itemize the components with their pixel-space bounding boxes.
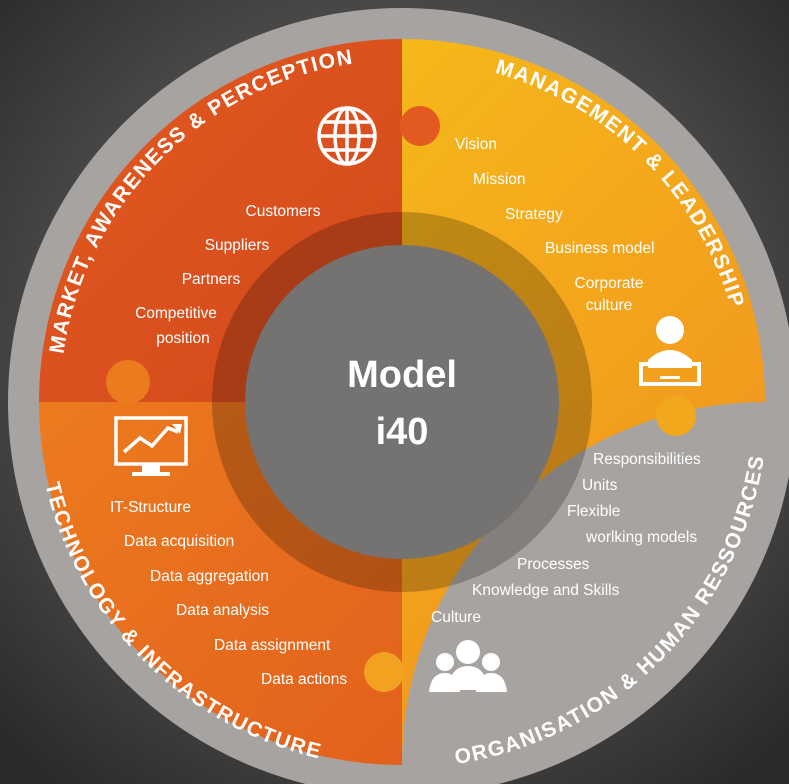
organisation-item: worlking models: [585, 529, 697, 546]
organisation-item: Culture: [431, 609, 481, 626]
market-item: Suppliers: [205, 237, 270, 254]
technology-item: Data assignment: [214, 637, 331, 654]
puzzle-knob-bottom: [364, 652, 404, 692]
monitor-chart-icon: [114, 416, 188, 476]
leader-presentation-icon: [639, 316, 701, 386]
market-item: Competitive: [135, 305, 217, 322]
center-title-line1: Model: [347, 354, 457, 396]
management-item: Corporate: [575, 275, 644, 292]
management-item: Mission: [473, 171, 526, 188]
technology-item: Data analysis: [176, 602, 269, 619]
technology-item: Data acquisition: [124, 533, 234, 550]
team-icon: [429, 640, 507, 692]
center-title-line2: i40: [376, 411, 429, 453]
market-item: position: [156, 330, 209, 347]
technology-item: Data aggregation: [150, 568, 269, 585]
market-item: Partners: [182, 271, 241, 288]
management-item: culture: [586, 297, 633, 314]
technology-item: IT-Structure: [110, 499, 191, 516]
puzzle-knob-right: [656, 396, 696, 436]
management-item: Business model: [545, 240, 654, 257]
organisation-item: Processes: [517, 556, 590, 573]
center-circle: [245, 245, 559, 559]
technology-item: Data actions: [261, 671, 347, 688]
puzzle-knob-left: [106, 360, 150, 404]
management-item: Strategy: [505, 206, 563, 223]
globe-icon: [317, 106, 377, 166]
management-item: Vision: [455, 136, 497, 153]
organisation-item: Knowledge and Skills: [472, 582, 620, 599]
market-item: Customers: [246, 203, 321, 220]
organisation-item: Flexible: [567, 503, 620, 520]
organisation-item: Responsibilities: [593, 451, 701, 468]
puzzle-knob-top: [400, 106, 440, 146]
organisation-item: Units: [582, 477, 618, 494]
